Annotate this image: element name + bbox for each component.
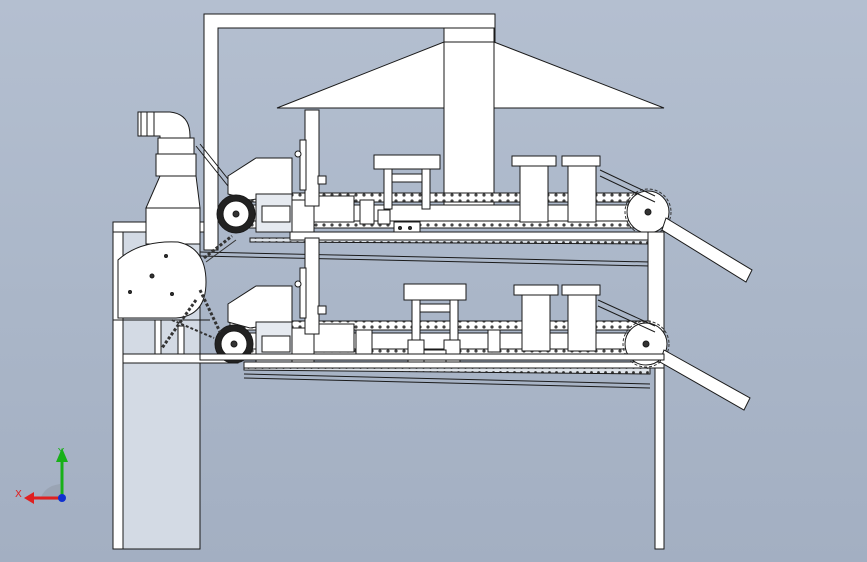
drive-chains [160,234,237,349]
upper-conveyor [199,109,753,283]
view-orientation-triad-icon[interactable]: Y X [15,447,68,504]
lower-press-unit-2 [513,284,601,352]
upper-tail-sprocket [624,188,672,236]
triad-y-label: Y [57,447,65,458]
upper-drive-sprocket [216,194,256,234]
triad-x-label: X [15,489,22,500]
lower-conveyor [199,237,751,411]
blower-fan [117,111,241,319]
upper-press-unit-2 [511,155,601,223]
upper-press-unit-1 [359,154,441,235]
exhaust-hood [276,27,665,225]
lower-deck-frame [113,319,239,364]
